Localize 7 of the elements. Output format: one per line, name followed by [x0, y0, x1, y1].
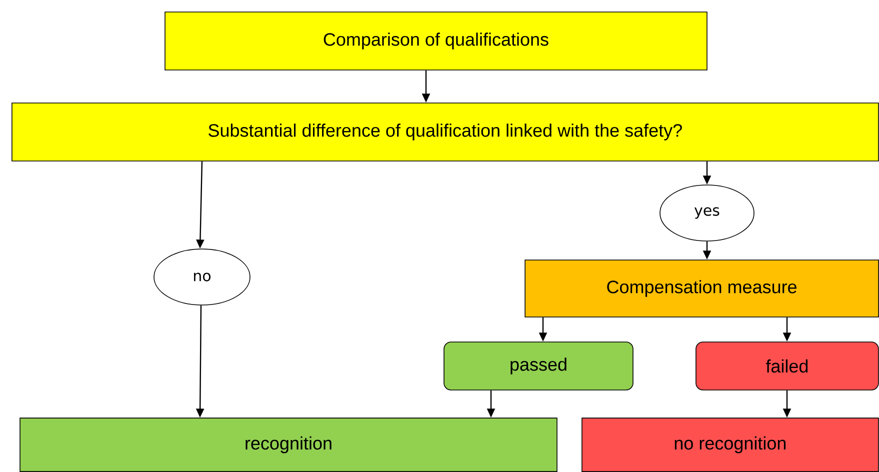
- result-box: failed: [696, 342, 879, 390]
- process-box: no recognition: [582, 418, 879, 472]
- process-box: Substantial difference of qualification linked with the safety?: [12, 102, 879, 162]
- result-box: passed: [444, 342, 634, 390]
- process-box: Comparison of qualifications: [164, 12, 708, 70]
- process-box: recognition: [20, 418, 558, 472]
- process-box: Compensation measure: [524, 260, 879, 318]
